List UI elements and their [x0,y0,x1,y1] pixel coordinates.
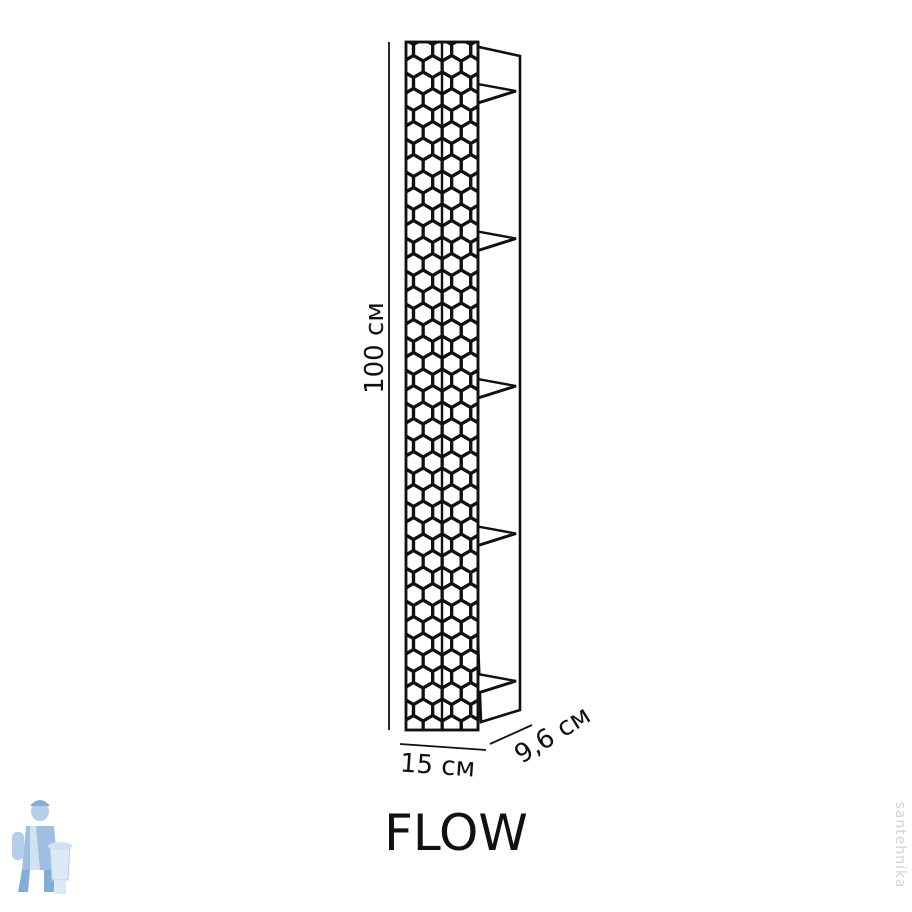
front-panel [404,40,480,732]
watermark-vertical-text: santehnika [892,802,908,889]
shelf-front-edge [477,532,517,547]
shelf-front-edge [477,679,517,695]
depth-dimension-label: 9,6 см [509,700,596,770]
product-title: FLOW [384,804,528,862]
honeycomb-cell [421,713,444,730]
height-dimension-label: 100 см [360,302,390,394]
honeycomb-cell [440,713,463,730]
depth-dimension-line [489,724,533,745]
honeycomb-cell [459,713,478,730]
plumber-mascot-icon [12,800,72,894]
width-dimension-label: 15 см [399,748,476,783]
shelf-front-edge [477,237,517,252]
honeycomb-cell [406,713,425,730]
width-dimension-line [399,743,487,751]
shelf-front-edge [477,384,517,400]
shelf-front-edge [477,89,517,105]
